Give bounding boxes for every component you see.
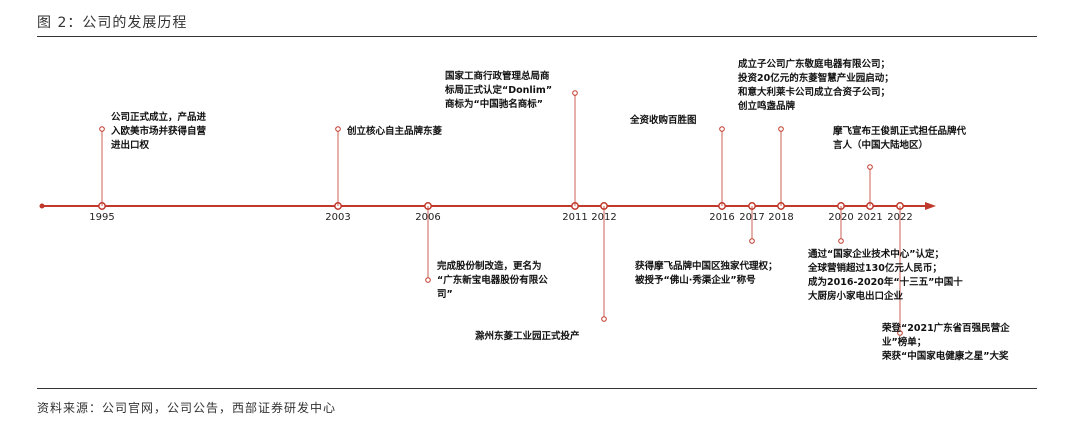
event-stem-end-2022 (897, 330, 903, 336)
event-stem-end-2021 (867, 164, 873, 170)
event-text-2017: 获得摩飞品牌中国区独家代理权； 被授予“佛山·秀渠企业”称号 (635, 261, 778, 286)
year-label-2022: 2022 (887, 212, 913, 223)
event-stem-end-2011 (572, 90, 578, 96)
year-label-2017: 2017 (739, 212, 765, 223)
event-text-2022: 荣登“2021广东省百强民营企 业”榜单； 荣获“中国家电健康之星”大奖 (882, 323, 1010, 362)
event-text-2012: 滁州东菱工业园正式投产 (475, 331, 580, 342)
year-label-1995: 1995 (89, 212, 115, 223)
top-rule (37, 36, 1037, 37)
event-text-1995: 公司正式成立，产品进 入欧美市场并获得自营 进出口权 (111, 112, 207, 151)
timeline-arrow-head (925, 202, 936, 210)
event-stem-end-2003 (335, 126, 341, 132)
event-stem-end-2006 (425, 277, 431, 283)
source-note: 资料来源：公司官网，公司公告，西部证券研发中心 (37, 401, 337, 415)
bottom-rule (37, 388, 1037, 389)
event-text-2003: 创立核心自主品牌东菱 (347, 126, 443, 137)
event-text-2021: 摩飞宣布王俊凯正式担任品牌代 言人（中国大陆地区） (833, 126, 967, 151)
year-label-2011: 2011 (562, 212, 588, 223)
year-label-2012: 2012 (591, 212, 617, 223)
event-stem-end-1995 (99, 126, 105, 132)
timeline-start-dot (39, 203, 45, 209)
year-label-2003: 2003 (325, 212, 351, 223)
event-stem-end-2012 (601, 316, 607, 322)
figure-title: 图 2：公司的发展历程 (37, 15, 188, 31)
year-label-2018: 2018 (768, 212, 794, 223)
year-label-2006: 2006 (415, 212, 441, 223)
event-text-2006: 完成股份制改造，更名为 “广东新宝电器股份有限公 司” (437, 261, 548, 300)
event-stem-end-2017 (749, 238, 755, 244)
year-label-2020: 2020 (828, 212, 854, 223)
event-text-2020: 通过“国家企业技术中心”认定； 全球营销超过130亿元人民币； 成为2016-2… (808, 249, 963, 302)
year-label-2016: 2016 (709, 212, 735, 223)
event-text-2016: 全资收购百胜图 (630, 115, 697, 126)
event-text-2018: 成立子公司广东敬庭电器有限公司； 投资20亿元的东菱智慧产业园启动； 和意大利莱… (738, 59, 894, 112)
event-stem-end-2018 (778, 126, 784, 132)
year-label-2021: 2021 (857, 212, 883, 223)
event-stem-end-2016 (719, 126, 725, 132)
event-text-2011: 国家工商行政管理总局商 标局正式认定“Donlim” 商标为“中国驰名商标” (445, 71, 553, 110)
event-stem-end-2020 (838, 238, 844, 244)
